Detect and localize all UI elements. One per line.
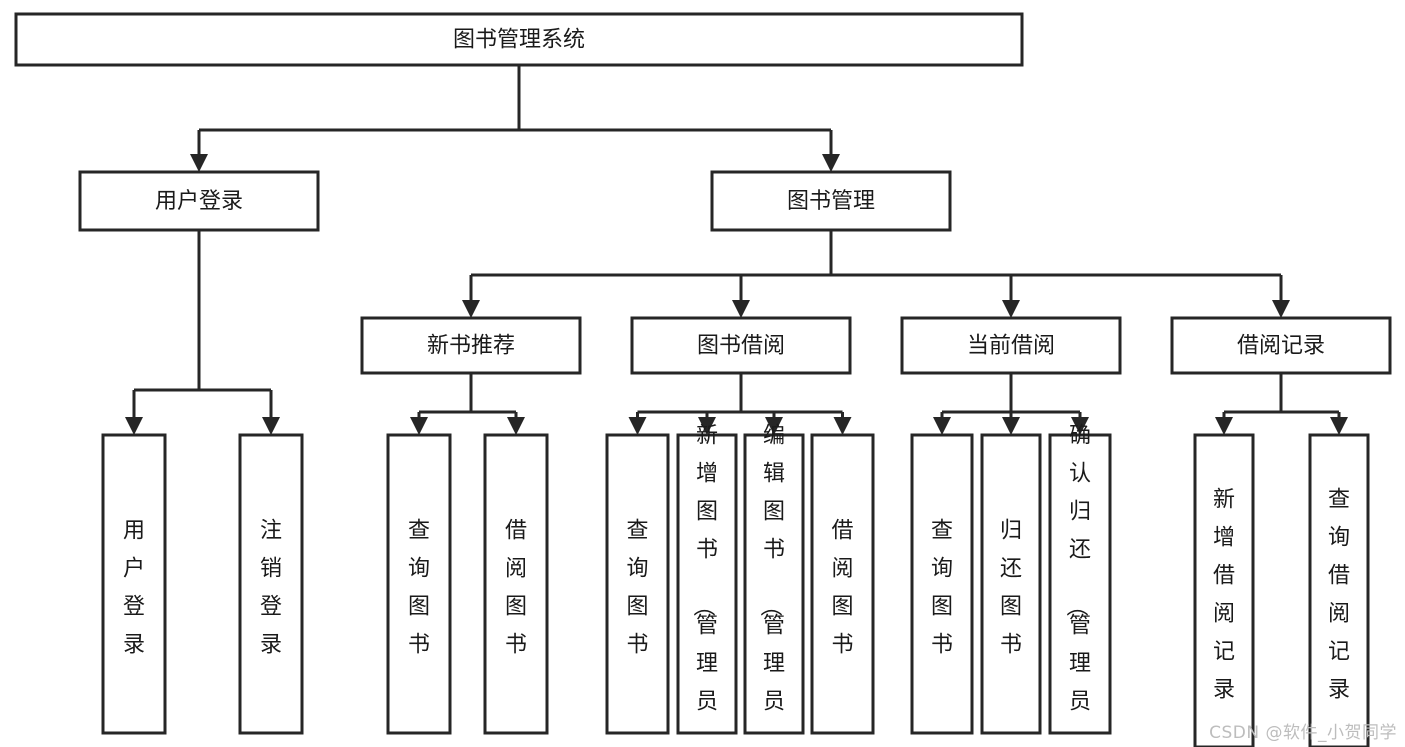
- arrow-icon: [1002, 275, 1020, 318]
- leaf-node-7[interactable]: 编辑图书（管理员）: [743, 424, 805, 747]
- arrow-icon: [765, 412, 783, 435]
- leaf-node-6-rect[interactable]: [676, 433, 738, 735]
- level1-node-2[interactable]: 图书管理: [710, 170, 952, 232]
- leaf-node-5[interactable]: 查询图书: [605, 433, 670, 735]
- leaf-node-9[interactable]: 查询图书: [910, 433, 974, 735]
- arrow-icon: [732, 275, 750, 318]
- node-boxes: 图书管理系统用户登录图书管理新书推荐图书借阅当前借阅借阅记录用户登录注销登录查询…: [14, 12, 1392, 747]
- arrow-icon: [1071, 412, 1089, 435]
- leaf-node-11[interactable]: 确认归还（管理员）: [1048, 424, 1112, 747]
- arrow-icon: [1272, 275, 1290, 318]
- leaf-node-4-rect[interactable]: [483, 433, 549, 735]
- arrow-icon: [933, 412, 951, 435]
- level2-node-3-label: 当前借阅: [967, 334, 1055, 359]
- leaf-node-10-rect[interactable]: [980, 433, 1042, 735]
- arrow-icon: [262, 390, 280, 435]
- arrow-icon: [1002, 412, 1020, 435]
- leaf-node-2-label: 注销登录: [260, 519, 282, 658]
- arrow-icon: [190, 130, 208, 172]
- level2-node-3-rect[interactable]: [900, 316, 1122, 375]
- level2-node-2-label: 图书借阅: [697, 334, 785, 359]
- leaf-node-10-label: 归还图书: [1000, 519, 1022, 658]
- level2-node-3[interactable]: 当前借阅: [900, 316, 1122, 375]
- arrow-icon: [698, 412, 716, 435]
- leaf-node-1-rect[interactable]: [101, 433, 167, 735]
- leaf-node-10[interactable]: 归还图书: [980, 433, 1042, 735]
- leaf-node-9-label: 查询图书: [931, 519, 953, 658]
- leaf-node-1[interactable]: 用户登录: [101, 433, 167, 735]
- leaf-node-4[interactable]: 借阅图书: [483, 433, 549, 735]
- leaf-node-4-label: 借阅图书: [505, 519, 527, 658]
- leaf-node-13-rect[interactable]: [1308, 433, 1370, 747]
- leaf-node-2-rect[interactable]: [238, 433, 304, 735]
- arrow-icon: [507, 412, 525, 435]
- level1-node-1-rect[interactable]: [78, 170, 320, 232]
- level1-node-1[interactable]: 用户登录: [78, 170, 320, 232]
- level2-node-4-label: 借阅记录: [1237, 334, 1325, 359]
- root-node-book-management-system-label: 图书管理系统: [453, 28, 585, 53]
- leaf-node-3[interactable]: 查询图书: [386, 433, 452, 735]
- level2-node-2-rect[interactable]: [630, 316, 852, 375]
- leaf-node-3-rect[interactable]: [386, 433, 452, 735]
- leaf-node-13[interactable]: 查询借阅记录: [1308, 433, 1370, 747]
- level1-node-2-rect[interactable]: [710, 170, 952, 232]
- csdn-watermark: CSDN @软件_小贺同学: [1209, 723, 1397, 743]
- level2-node-2[interactable]: 图书借阅: [630, 316, 852, 375]
- root-node-book-management-system-rect[interactable]: [14, 12, 1024, 67]
- leaf-node-12-rect[interactable]: [1193, 433, 1255, 747]
- leaf-node-6[interactable]: 新增图书（管理员）: [676, 424, 738, 747]
- arrow-icon: [1330, 412, 1348, 435]
- arrow-icon: [125, 390, 143, 435]
- leaf-node-5-rect[interactable]: [605, 433, 670, 735]
- arrow-icon: [833, 412, 852, 435]
- leaf-node-8-rect[interactable]: [810, 433, 875, 735]
- level2-node-1-label: 新书推荐: [427, 334, 515, 359]
- leaf-node-2[interactable]: 注销登录: [238, 433, 304, 735]
- level1-node-2-label: 图书管理: [787, 189, 875, 214]
- arrow-icon: [628, 412, 647, 435]
- leaf-node-13-label: 查询借阅记录: [1328, 488, 1350, 703]
- level1-node-1-label: 用户登录: [155, 189, 243, 214]
- leaf-node-5-label: 查询图书: [626, 519, 648, 658]
- leaf-node-12-label: 新增借阅记录: [1213, 488, 1235, 703]
- leaf-node-9-rect[interactable]: [910, 433, 974, 735]
- leaf-node-1-label: 用户登录: [123, 519, 145, 658]
- leaf-node-12[interactable]: 新增借阅记录: [1193, 433, 1255, 747]
- connector-lines: [125, 65, 1348, 435]
- level2-node-4-rect[interactable]: [1170, 316, 1392, 375]
- leaf-node-11-rect[interactable]: [1048, 433, 1112, 735]
- root-node-book-management-system[interactable]: 图书管理系统: [14, 12, 1024, 67]
- level2-node-4[interactable]: 借阅记录: [1170, 316, 1392, 375]
- level2-node-1[interactable]: 新书推荐: [360, 316, 582, 375]
- arrow-icon: [822, 130, 840, 172]
- leaf-node-7-label: 编辑图书（管理员）: [757, 424, 785, 747]
- leaf-node-6-label: 新增图书（管理员）: [690, 424, 718, 747]
- leaf-node-3-label: 查询图书: [408, 519, 430, 658]
- level2-node-1-rect[interactable]: [360, 316, 582, 375]
- leaf-node-11-label: 确认归还（管理员）: [1063, 424, 1091, 747]
- arrow-icon: [410, 412, 428, 435]
- leaf-node-8-label: 借阅图书: [831, 519, 853, 658]
- leaf-node-8[interactable]: 借阅图书: [810, 433, 875, 735]
- arrow-icon: [462, 275, 480, 318]
- leaf-node-7-rect[interactable]: [743, 433, 805, 735]
- arrow-icon: [1215, 412, 1233, 435]
